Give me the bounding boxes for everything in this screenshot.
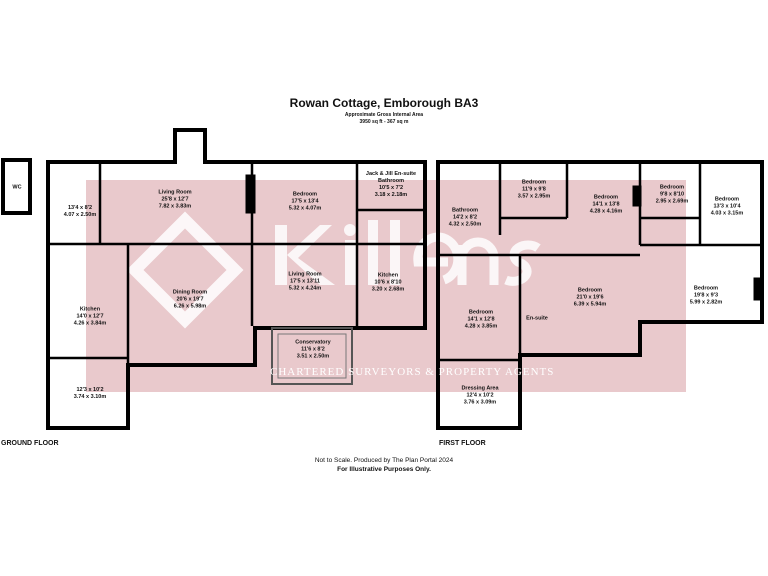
first-floor-walls (436, 160, 764, 430)
room-label: En-suite (526, 315, 548, 322)
area-subtitle: Approximate Gross Internal Area (344, 112, 424, 118)
watermark-logo (126, 211, 541, 329)
footer-illustrative: For Illustrative Purposes Only. (337, 466, 431, 473)
first-floor-label: FIRST FLOOR (439, 440, 486, 447)
room-label: WC (12, 184, 22, 191)
footer-disclaimer: Not to Scale. Produced by The Plan Porta… (314, 457, 454, 464)
watermark-tagline: CHARTERED SURVEYORS & PROPERTY AGENTS (270, 366, 555, 378)
ground-floor-label: GROUND FLOOR (1, 440, 59, 447)
area-total: 3950 sq ft - 367 sq m (359, 119, 409, 125)
ground-floor-walls (1, 128, 427, 430)
page-title: Rowan Cottage, Emborough BA3 (289, 96, 479, 110)
